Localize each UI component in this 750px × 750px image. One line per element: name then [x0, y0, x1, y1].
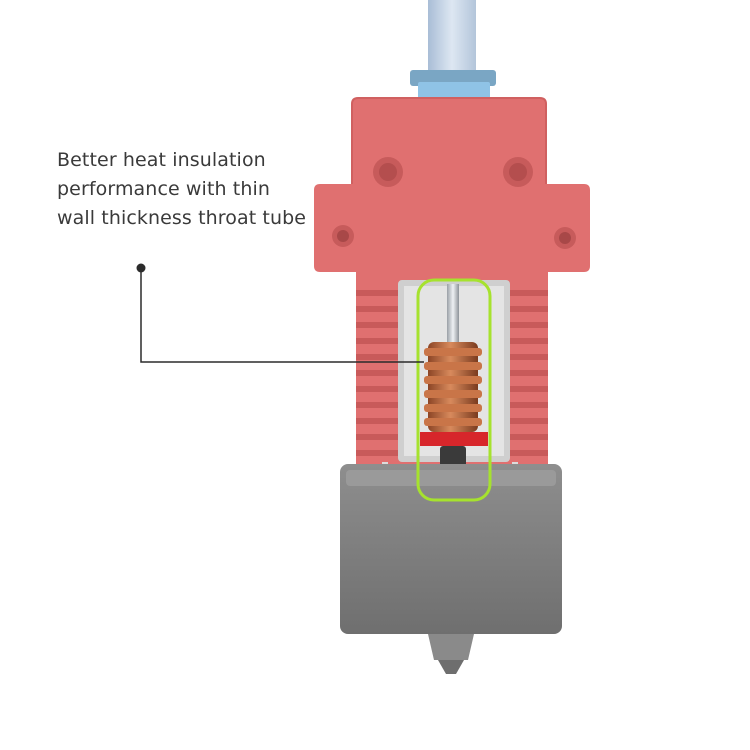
callout-line-1: Better heat insulation: [57, 149, 266, 171]
throat-tube-highlight: [416, 278, 492, 502]
callout-caption: Better heat insulation performance with …: [57, 146, 327, 233]
throat-tube: [447, 284, 459, 346]
mount-screw-holes: [332, 157, 576, 249]
nozzle: [428, 634, 474, 660]
leader-dot-icon: [136, 263, 146, 273]
filament-tube: [428, 0, 476, 82]
heatsink-top-plate: [314, 98, 590, 284]
heatbreak-coil: [424, 342, 482, 432]
callout-line-2: performance with thin: [57, 178, 270, 200]
leader-line: [140, 268, 424, 363]
callout-line-3: wall thickness throat tube: [57, 207, 307, 229]
heat-band: [420, 432, 488, 446]
heater-block: [340, 464, 562, 634]
